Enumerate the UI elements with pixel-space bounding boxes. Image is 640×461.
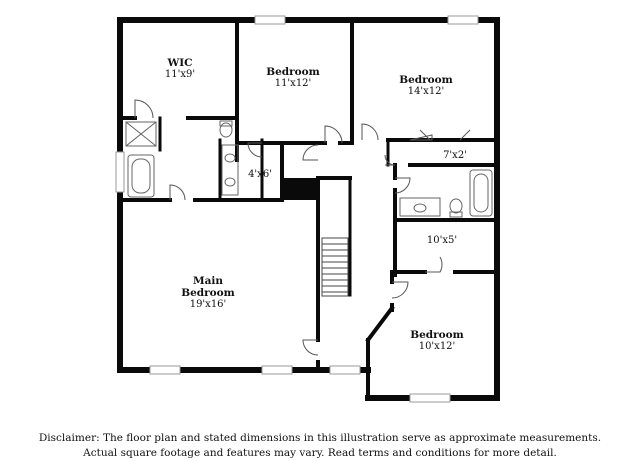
window-bottom-bedroom (409, 393, 451, 403)
vanity (221, 144, 239, 196)
main-bedroom-label-2: Bedroom (181, 287, 235, 299)
room-labels: WIC 11'x9' Bedroom 11'x12' Bedroom 14'x1… (165, 57, 467, 352)
main-bedroom-dim: 19'x16' (190, 299, 227, 310)
stair-landing-block (282, 178, 318, 200)
window-bottom-main-2 (261, 365, 293, 375)
bedroom-bottom-right-label: Bedroom (410, 329, 464, 341)
door-swings (134, 99, 471, 356)
floor-plan: WIC 11'x9' Bedroom 11'x12' Bedroom 14'x1… (115, 15, 500, 403)
wic-label: WIC (166, 57, 192, 69)
disclaimer-line-1: Disclaimer: The floor plan and stated di… (38, 432, 602, 444)
windows (115, 15, 479, 403)
bedroom-top-middle-dim: 11'x12' (275, 78, 312, 89)
wic-dim: 11'x9' (165, 69, 195, 80)
window-top-bedroom-middle (254, 15, 286, 25)
bedroom-top-middle-label: Bedroom (266, 66, 320, 78)
closet-top-right-dim: 7'x2' (443, 150, 467, 161)
vanity-right (399, 197, 441, 217)
stairs (321, 237, 349, 297)
window-bottom-hall (329, 365, 361, 375)
shower (125, 121, 157, 147)
bedroom-top-right-label: Bedroom (399, 74, 453, 86)
window-top-bedroom-right (447, 15, 479, 25)
main-bedroom-label-1: Main (193, 275, 223, 287)
window-left-bath (115, 151, 125, 193)
bedroom-top-right-dim: 14'x12' (408, 86, 445, 97)
bathtub (127, 154, 155, 198)
fixtures (125, 120, 493, 218)
toilet (219, 122, 233, 138)
disclaimer-line-2: Actual square footage and features may v… (83, 447, 557, 459)
window-bottom-main-1 (149, 365, 181, 375)
bedroom-bottom-right-dim: 10'x12' (419, 341, 456, 352)
toilet-right (449, 198, 463, 214)
disclaimer: Disclaimer: The floor plan and stated di… (0, 431, 640, 461)
closet-right-dim: 10'x5' (427, 235, 457, 246)
bathtub-right (469, 169, 493, 217)
bath-small-dim: 4'x6' (248, 169, 272, 180)
